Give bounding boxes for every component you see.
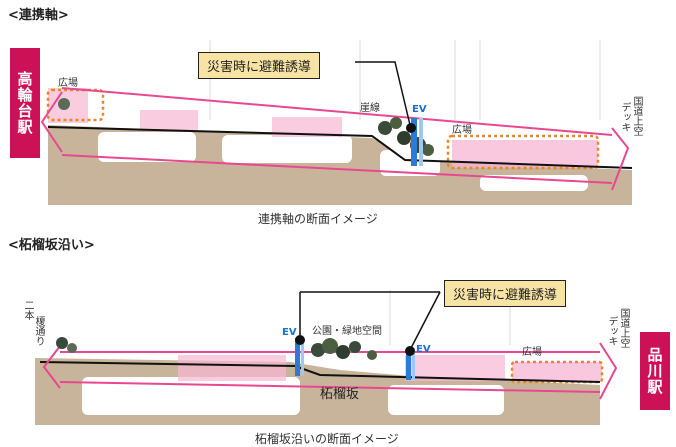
ev-label-2a: EV <box>282 327 297 338</box>
slope-name-label: 柘榴坂 <box>320 387 360 402</box>
arrow-head-right <box>611 127 630 191</box>
national-road-label-1: 国道上空 <box>631 96 642 136</box>
evac-callout-2: 災害時に避難誘導 <box>444 280 567 307</box>
ev-shaft-1b <box>419 118 423 166</box>
callout-leader-2 <box>299 291 441 351</box>
pink-zone <box>140 110 198 130</box>
park-label: 公園・緑地空間 <box>312 326 382 337</box>
station-takanawadai: 高輪台駅 <box>10 48 40 158</box>
plaza-right-label: 広場 <box>452 125 472 136</box>
pink-zone <box>272 117 342 137</box>
deck-line-1 <box>47 126 633 169</box>
arrow-head-left <box>40 91 63 153</box>
deck-label-2: デッキ <box>606 316 617 346</box>
callout-dot-2b <box>405 346 415 356</box>
ev-label-1: EV <box>412 104 427 115</box>
national-road-label-2: 国道上空 <box>618 308 629 348</box>
arrow-head-right-2 <box>599 342 618 400</box>
ev-shaft-2a-b <box>301 338 304 376</box>
deck-label-1: デッキ <box>619 102 630 132</box>
plaza-right-outline <box>446 134 600 170</box>
park-trees <box>56 337 377 360</box>
plaza-left-outline <box>46 88 105 122</box>
section1-graphics <box>40 40 633 205</box>
section2-heading: <柘榴坂沿い> <box>8 238 95 253</box>
pink-zone <box>178 355 286 381</box>
plaza-label-2: 広場 <box>522 347 542 358</box>
building-outlines <box>209 40 601 120</box>
plaza-outline-2 <box>510 360 604 384</box>
basement-void <box>388 385 504 415</box>
deck-line-2 <box>39 361 601 383</box>
nihon-enoki-top: 二本 <box>22 300 33 320</box>
nihon-enoki-bottom: 榎通り <box>33 316 44 346</box>
section2-graphics <box>35 290 618 425</box>
pink-zone <box>512 362 602 382</box>
callout-leader-1 <box>355 61 411 126</box>
evac-arrow-lines <box>61 87 613 184</box>
basement-void <box>98 132 196 162</box>
caption-1: 連携軸の断面イメージ <box>258 212 378 226</box>
basement-void <box>480 175 588 191</box>
ev-label-2b: EV <box>416 344 431 355</box>
arrow-head-left-2 <box>42 345 61 389</box>
section1-heading: <連携軸> <box>8 8 69 23</box>
ev-shaft-2b-b <box>412 348 415 380</box>
station-shinagawa: 品川駅 <box>640 332 670 410</box>
callout-dot-2a <box>295 335 305 345</box>
caption-2: 柘榴坂沿いの断面イメージ <box>255 432 399 446</box>
ev-shaft-1 <box>411 118 417 166</box>
ev-shaft-2a <box>295 338 300 376</box>
evac-callout-1: 災害時に避難誘導 <box>198 52 321 79</box>
ev-shaft-2b <box>406 348 411 380</box>
slope-green-label: 崖線 <box>360 103 380 114</box>
basement-void <box>222 135 352 163</box>
plaza-left-label: 広場 <box>58 78 78 89</box>
basement-void <box>380 150 440 176</box>
basement-void <box>82 377 300 415</box>
callout-dot-1 <box>406 123 416 133</box>
